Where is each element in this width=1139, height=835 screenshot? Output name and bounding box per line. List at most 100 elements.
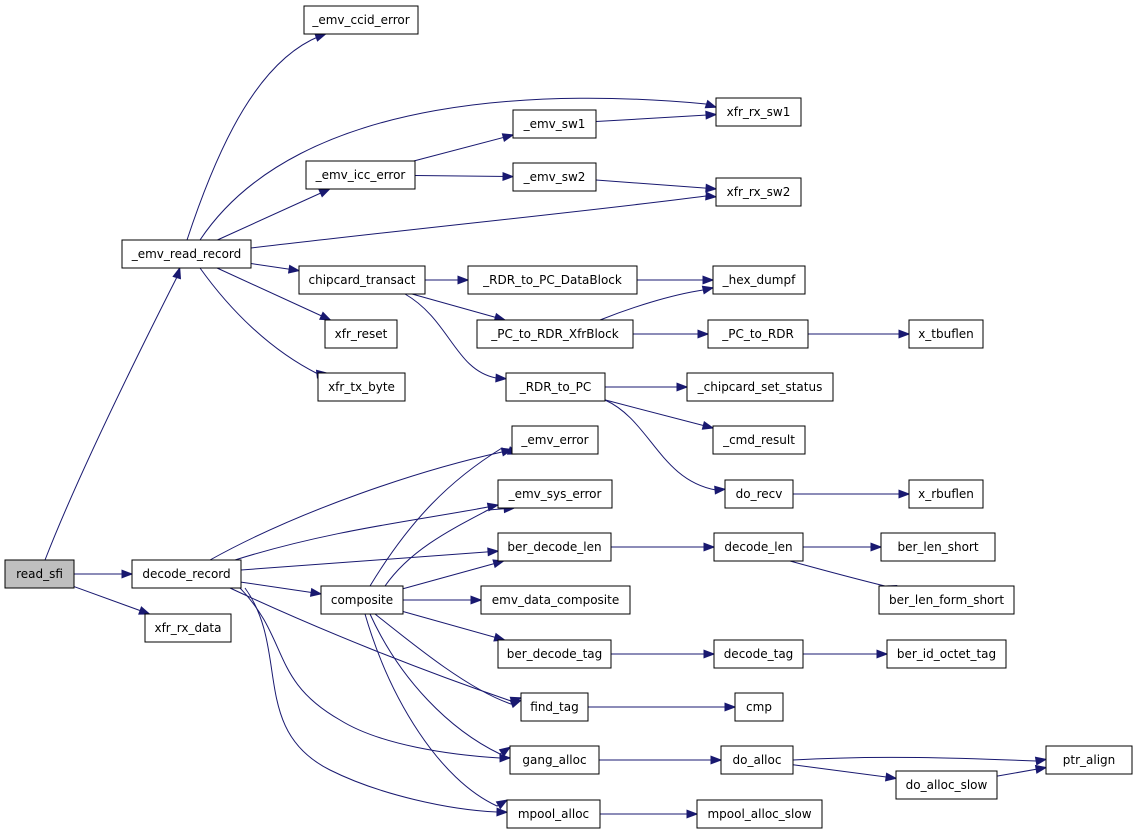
node-cmp[interactable]: cmp — [734, 692, 784, 722]
node-box — [886, 639, 1007, 669]
node-label: emv_data_composite — [492, 593, 619, 607]
node-box — [505, 372, 606, 402]
edge-emv-icc-error-to-emv-sw1 — [413, 133, 515, 162]
edge-do-recv-to-x-rbuflen — [793, 489, 911, 499]
node-label: _emv_error — [520, 433, 588, 447]
node-composite[interactable]: composite — [320, 585, 404, 615]
node-emv-data-composite[interactable]: emv_data_composite — [480, 585, 631, 615]
node-ber-decode-tag[interactable]: ber_decode_tag — [497, 639, 612, 669]
node-ptr-align[interactable]: ptr_align — [1045, 745, 1133, 775]
edge-RDR-to-PC-to-chipcard-set-status — [605, 382, 689, 392]
node-label: x_tbuflen — [918, 327, 974, 341]
node-box — [1045, 745, 1133, 775]
node-decode-tag[interactable]: decode_tag — [713, 639, 804, 669]
edge-read-sfi-to-xfr-rx-data — [73, 586, 151, 615]
node-ber-len-short[interactable]: ber_len_short — [880, 532, 996, 562]
node-emv-ccid-error[interactable]: _emv_ccid_error — [303, 5, 419, 35]
node-do-alloc[interactable]: do_alloc — [720, 745, 794, 775]
node-label: read_sfi — [16, 567, 63, 581]
node-decode-len[interactable]: decode_len — [713, 532, 804, 562]
node-emv-sw2[interactable]: _emv_sw2 — [512, 162, 597, 192]
node-box — [880, 532, 996, 562]
edge-decode-record-to-emv-error — [209, 447, 514, 561]
node-label: ber_len_form_short — [889, 593, 1004, 607]
node-box — [144, 613, 232, 643]
node-box — [131, 559, 242, 589]
edge-emv-sw2-to-xfr-rx-sw2 — [595, 179, 718, 193]
node-decode-record[interactable]: decode_record — [131, 559, 242, 589]
node-pc-to-rdr[interactable]: _PC_to_RDR — [707, 319, 809, 349]
node-label: composite — [331, 593, 393, 607]
node-chipcard-transact[interactable]: chipcard_transact — [298, 265, 426, 295]
edge-emv-read-record-to-chipcard-transact — [250, 263, 301, 274]
node-box — [497, 479, 613, 509]
node-xfr-rx-data[interactable]: xfr_rx_data — [144, 613, 232, 643]
edge-do-alloc-to-ptr-align — [792, 756, 1048, 766]
node-label: _emv_sw2 — [523, 170, 586, 184]
node-box — [734, 692, 784, 722]
node-label: _emv_sw1 — [523, 117, 586, 131]
node-ber-decode-len[interactable]: ber_decode_len — [497, 532, 612, 562]
node-do-recv[interactable]: do_recv — [724, 479, 794, 509]
node-xfr-rx-sw1[interactable]: xfr_rx_sw1 — [715, 97, 802, 127]
node-rdr-to-pc[interactable]: _RDR_to_PC — [505, 372, 606, 402]
node-x-tbuflen[interactable]: x_tbuflen — [908, 319, 984, 349]
node-find-tag[interactable]: find_tag — [520, 692, 589, 722]
edge-composite-to-ber-decode-len — [402, 559, 506, 590]
node-emv-read-record[interactable]: _emv_read_record — [121, 239, 252, 269]
node-emv-sw1[interactable]: _emv_sw1 — [512, 109, 597, 139]
node-box — [715, 177, 802, 207]
call-edges — [44, 33, 1048, 819]
node-read-sfi[interactable]: read_sfi — [4, 559, 75, 589]
node-label: xfr_tx_byte — [328, 380, 395, 394]
node-label: ber_len_short — [897, 540, 978, 554]
edge-chipcard-transact-to-PC-to-RDR-XfrBlock — [411, 293, 507, 322]
node-label: _emv_icc_error — [315, 168, 406, 182]
node-label: _PC_to_RDR_XfrBlock — [490, 327, 618, 341]
node-label: _emv_read_record — [131, 247, 242, 261]
node-box — [324, 319, 398, 349]
node-ber-id-octet-tag[interactable]: ber_id_octet_tag — [886, 639, 1007, 669]
node-label: find_tag — [530, 700, 578, 714]
node-chipcard-set-status[interactable]: _chipcard_set_status — [686, 372, 834, 402]
node-xfr-rx-sw2[interactable]: xfr_rx_sw2 — [715, 177, 802, 207]
node-xfr-reset[interactable]: xfr_reset — [324, 319, 398, 349]
node-box — [707, 319, 809, 349]
edge-ber-decode-tag-to-decode-tag — [611, 649, 716, 659]
node-label: _hex_dumpf — [722, 273, 796, 287]
node-gang-alloc[interactable]: gang_alloc — [509, 745, 600, 775]
node-label: mpool_alloc_slow — [707, 807, 811, 821]
node-label: _emv_sys_error — [508, 487, 602, 501]
node-box — [520, 692, 589, 722]
node-x-rbuflen[interactable]: x_rbuflen — [908, 479, 984, 509]
node-box — [298, 265, 426, 295]
node-box — [908, 319, 984, 349]
node-box — [511, 425, 599, 455]
node-mpool-alloc[interactable]: mpool_alloc — [506, 799, 601, 829]
node-box — [467, 265, 638, 295]
node-ber-len-form-short[interactable]: ber_len_form_short — [878, 585, 1015, 615]
edge-do-alloc-slow-to-ptr-align — [996, 764, 1048, 777]
node-hex-dumpf[interactable]: _hex_dumpf — [712, 265, 806, 295]
node-emv-error[interactable]: _emv_error — [511, 425, 599, 455]
edge-decode-len-to-ber-len-short — [803, 542, 883, 552]
edge-do-alloc-to-do-alloc-slow — [792, 764, 898, 782]
node-rdr-to-pc-datablock[interactable]: _RDR_to_PC_DataBlock — [467, 265, 638, 295]
node-box — [720, 745, 794, 775]
edge-chipcard-transact-to-RDR-to-PC-DataBlock — [425, 275, 470, 285]
node-xfr-tx-byte[interactable]: xfr_tx_byte — [317, 372, 406, 402]
node-box — [4, 559, 75, 589]
edge-PC-to-RDR-to-x-tbuflen — [808, 329, 911, 339]
node-pc-to-rdr-xfrblock[interactable]: _PC_to_RDR_XfrBlock — [476, 319, 634, 349]
node-box — [713, 639, 804, 669]
edge-decode-record-to-composite — [240, 581, 323, 597]
node-emv-icc-error[interactable]: _emv_icc_error — [305, 160, 416, 190]
node-emv-sys-error[interactable]: _emv_sys_error — [497, 479, 613, 509]
node-label: ber_id_octet_tag — [897, 647, 996, 661]
node-mpool-alloc-slow[interactable]: mpool_alloc_slow — [696, 799, 823, 829]
node-do-alloc-slow[interactable]: do_alloc_slow — [895, 770, 998, 800]
node-cmd-result[interactable]: _cmd_result — [712, 425, 806, 455]
edge-chipcard-transact-to-RDR-to-PC — [404, 293, 508, 383]
node-box — [878, 585, 1015, 615]
